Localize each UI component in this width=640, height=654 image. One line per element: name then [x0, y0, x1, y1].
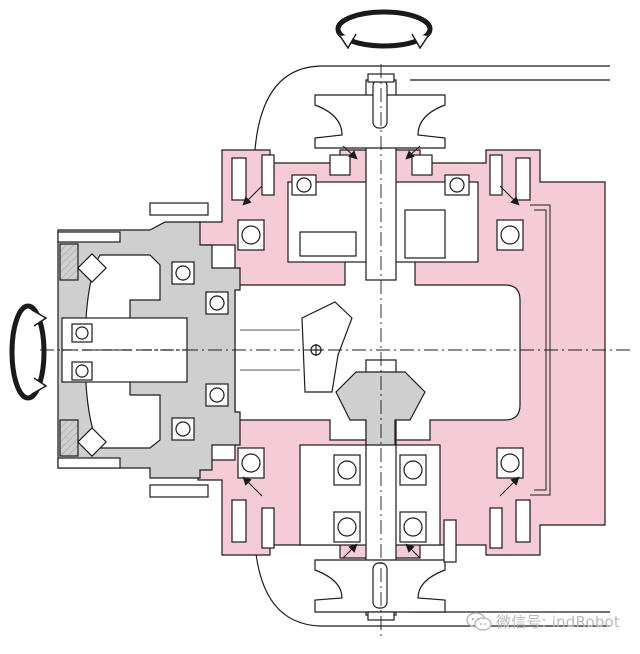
outer-fork-outline	[254, 65, 610, 175]
wechat-icon	[466, 611, 492, 631]
load-arrows	[242, 145, 520, 559]
watermark-text: 微信号: indRobot	[495, 613, 620, 631]
housing-cavity	[234, 257, 521, 441]
fastener-bolts	[57, 154, 531, 563]
crossed-roller-bearings	[77, 253, 107, 457]
rotation-arrow-top	[335, 9, 433, 50]
bearings-upper	[237, 154, 524, 251]
rotation-arrow-left	[9, 303, 48, 401]
bevel-gear-left	[301, 301, 353, 393]
watermark: 微信号: indRobot	[466, 611, 620, 632]
bearings-lower	[237, 447, 524, 543]
bevel-gear-lower	[335, 371, 426, 446]
bearings-left	[71, 261, 229, 441]
